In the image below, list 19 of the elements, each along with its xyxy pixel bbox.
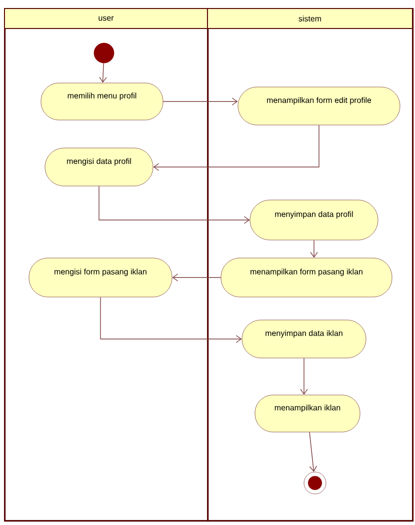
activity-box: menampilkan form edit profile (238, 86, 400, 126)
initial-node (94, 42, 114, 64)
activity-box: menyimpan data iklan (242, 320, 366, 358)
arrow (300, 358, 308, 395)
arrow (153, 124, 320, 171)
arrow (309, 432, 318, 472)
arrow (99, 62, 107, 83)
activity-box: mengisi form pasang iklan (28, 258, 172, 298)
arrow (172, 274, 222, 282)
arrow (310, 240, 318, 258)
activity-box: menyimpan data profil (250, 200, 378, 240)
arrow (162, 98, 238, 106)
arrow (98, 186, 250, 224)
activity-box: menampilkan iklan (254, 394, 360, 432)
arrow (100, 296, 242, 343)
final-node (304, 472, 326, 494)
activity-box: menampilkan form pasang iklan (220, 258, 392, 298)
activity-box: mengisi data profil (44, 148, 154, 186)
activity-box: memilih menu profil (40, 82, 164, 120)
